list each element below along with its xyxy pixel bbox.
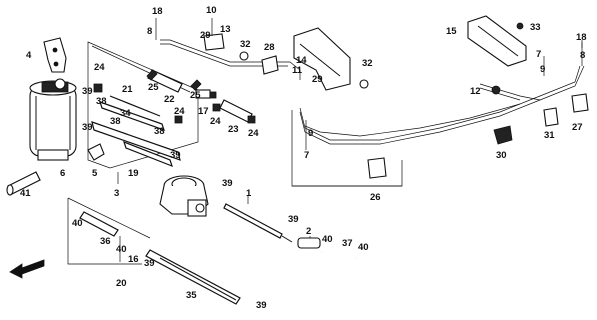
label-8: 8 (580, 50, 585, 61)
reference-bracket (291, 110, 403, 187)
label-7: 7 (536, 49, 541, 60)
label-29: 29 (200, 30, 211, 41)
label-34: 34 (120, 108, 131, 119)
label-10: 10 (206, 5, 217, 16)
bracket-20-outline (67, 197, 151, 265)
label-12: 12 (470, 86, 481, 97)
label-24: 24 (210, 116, 221, 127)
label-38: 38 (96, 96, 107, 107)
clamp-25b (190, 79, 202, 91)
label-41: 41 (20, 188, 31, 199)
label-5: 5 (92, 168, 98, 179)
clamp-24b (174, 115, 183, 124)
label-17: 17 (198, 106, 209, 117)
grommet-32b (359, 79, 369, 89)
label-19: 19 (128, 168, 139, 179)
label-39: 39 (288, 214, 299, 225)
label-39: 39 (256, 300, 267, 311)
label-11: 11 (292, 65, 303, 76)
label-30: 30 (496, 150, 507, 161)
fitting-2 (297, 237, 321, 249)
hose-23 (219, 99, 253, 123)
label-18: 18 (576, 32, 587, 43)
clip-5 (87, 143, 105, 161)
label-40: 40 (358, 242, 369, 253)
label-8: 8 (147, 26, 152, 37)
label-32: 32 (362, 58, 373, 69)
label-2: 2 (306, 226, 311, 237)
front-arrow-icon (9, 259, 45, 279)
label-6: 6 (60, 168, 65, 179)
clip-33 (516, 22, 524, 30)
label-23: 23 (228, 124, 239, 135)
label-22: 22 (164, 94, 175, 105)
label-25: 25 (148, 82, 159, 93)
label-39: 39 (82, 86, 93, 97)
clamp-24c (212, 103, 221, 112)
label-13: 13 (220, 24, 231, 35)
fitting-17 (195, 89, 217, 99)
label-16: 16 (128, 254, 139, 265)
clip-28 (261, 55, 279, 75)
label-32: 32 (240, 39, 251, 50)
label-15: 15 (446, 26, 457, 37)
rod-36 (79, 211, 119, 237)
label-28: 28 (264, 42, 275, 53)
label-7: 7 (304, 150, 309, 161)
leader-lines (117, 18, 583, 262)
clip-31 (543, 107, 559, 127)
label-37: 37 (342, 238, 353, 249)
label-26: 26 (370, 192, 381, 203)
label-24: 24 (94, 62, 105, 73)
label-24: 24 (248, 128, 259, 139)
clip-26 (367, 157, 387, 179)
label-21: 21 (122, 84, 133, 95)
label-9: 9 (540, 64, 545, 75)
clip-12 (491, 85, 501, 95)
grommet-32a (239, 51, 249, 61)
hose-41 (6, 171, 41, 196)
clip-13 (203, 33, 225, 51)
clamp-25a (146, 69, 158, 81)
label-39: 39 (222, 178, 233, 189)
label-38: 38 (110, 116, 121, 127)
label-14: 14 (296, 55, 307, 66)
label-35: 35 (186, 290, 197, 301)
hose-37 (321, 251, 357, 263)
throttle-body (159, 175, 209, 217)
bracket-14 (293, 27, 351, 91)
label-20: 20 (116, 278, 127, 289)
label-24: 24 (174, 106, 185, 117)
label-36: 36 (100, 236, 111, 247)
label-39: 39 (82, 122, 93, 133)
label-31: 31 (544, 130, 555, 141)
clamp-24a (93, 83, 103, 93)
label-39: 39 (144, 258, 155, 269)
rod-1 (223, 203, 293, 243)
label-3: 3 (114, 188, 119, 199)
clip-27 (571, 93, 589, 113)
label-18: 18 (152, 6, 163, 17)
bracket-15 (467, 15, 527, 67)
label-38: 38 (154, 126, 165, 137)
label-1: 1 (246, 188, 252, 199)
label-40: 40 (72, 218, 83, 229)
label-25: 25 (190, 90, 201, 101)
clip-30 (493, 125, 513, 145)
label-29: 29 (312, 74, 323, 85)
bracket-4 (43, 37, 67, 73)
part-labels: 18 8 10 13 29 32 28 14 11 29 32 15 33 18… (20, 5, 587, 311)
rod-35 (145, 249, 241, 305)
label-39: 39 (170, 150, 181, 161)
label-40: 40 (116, 244, 127, 255)
pipe-assembly-19 (91, 95, 181, 168)
label-33: 33 (530, 22, 541, 33)
clamp-24d (247, 115, 256, 124)
label-27: 27 (572, 122, 583, 133)
label-4: 4 (26, 50, 32, 61)
label-40: 40 (322, 234, 333, 245)
label-9: 9 (308, 128, 313, 139)
canister-6 (29, 78, 77, 161)
